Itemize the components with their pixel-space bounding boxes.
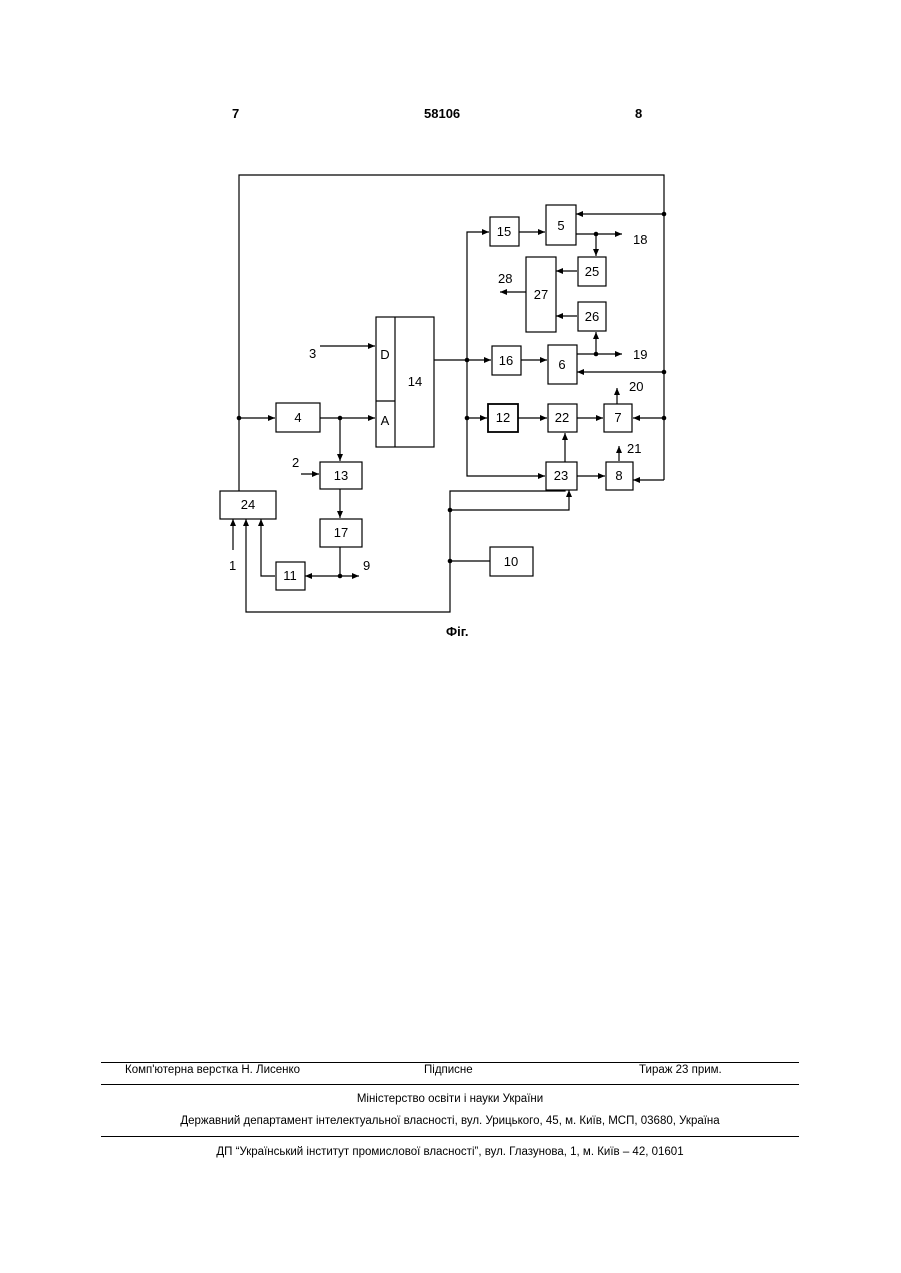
block-16: 16 <box>492 346 521 375</box>
terminal-20: 20 <box>629 379 643 394</box>
block-5-label: 5 <box>557 218 564 233</box>
block-23: 23 <box>546 462 577 490</box>
footer-layout-by: Комп'ютерна верстка Н. Лисенко <box>125 1064 300 1076</box>
block-12-label: 12 <box>496 410 510 425</box>
block-10-label: 10 <box>504 554 518 569</box>
block-8-label: 8 <box>615 468 622 483</box>
block-15: 15 <box>490 217 519 246</box>
figure-caption: Фіг. <box>446 624 468 639</box>
block-22-label: 22 <box>555 410 569 425</box>
block-diagram: 4 D A 14 13 17 24 11 10 15 5 25 <box>0 0 901 700</box>
block-14-label: 14 <box>408 374 422 389</box>
block-7: 7 <box>604 404 632 432</box>
block-25-label: 25 <box>585 264 599 279</box>
block-11: 11 <box>276 562 305 590</box>
block-22: 22 <box>548 404 577 432</box>
footer-rule-middle <box>101 1084 799 1085</box>
block-13: 13 <box>320 462 362 489</box>
block-26-label: 26 <box>585 309 599 324</box>
block-24: 24 <box>220 491 276 519</box>
block-14: D A 14 <box>376 317 434 447</box>
block-10: 10 <box>490 547 533 576</box>
block-27-label: 27 <box>534 287 548 302</box>
footer-circulation: Тираж 23 прим. <box>639 1064 722 1076</box>
block-4: 4 <box>276 403 320 432</box>
terminal-19: 19 <box>633 347 647 362</box>
block-6-label: 6 <box>558 357 565 372</box>
footer-signed: Підписне <box>424 1064 473 1076</box>
block-15-label: 15 <box>497 224 511 239</box>
footer-department: Державний департамент інтелектуальної вл… <box>101 1115 799 1127</box>
footer-institute: ДП “Український інститут промислової вла… <box>101 1146 799 1158</box>
block-24-label: 24 <box>241 497 255 512</box>
footer-rule-top <box>101 1062 799 1063</box>
block-7-label: 7 <box>614 410 621 425</box>
block-27: 27 <box>526 257 556 332</box>
terminal-21: 21 <box>627 441 641 456</box>
connection-lines <box>233 175 664 612</box>
block-26: 26 <box>578 302 606 331</box>
terminal-1: 1 <box>229 558 236 573</box>
terminal-18: 18 <box>633 232 647 247</box>
block-5: 5 <box>546 205 576 245</box>
footer-rule-bottom <box>101 1136 799 1137</box>
terminal-3: 3 <box>309 346 316 361</box>
terminal-28: 28 <box>498 271 512 286</box>
block-11-label: 11 <box>283 568 297 583</box>
block-12: 12 <box>488 404 518 432</box>
block-17: 17 <box>320 519 362 547</box>
block-14-d-label: D <box>380 347 389 362</box>
terminal-2: 2 <box>292 455 299 470</box>
block-17-label: 17 <box>334 525 348 540</box>
block-8: 8 <box>606 462 633 490</box>
block-4-label: 4 <box>294 410 301 425</box>
block-6: 6 <box>548 345 577 384</box>
block-13-label: 13 <box>334 468 348 483</box>
block-16-label: 16 <box>499 353 513 368</box>
footer-ministry: Міністерство освіти і науки України <box>101 1093 799 1105</box>
terminal-9: 9 <box>363 558 370 573</box>
block-25: 25 <box>578 257 606 286</box>
block-14-a-label: A <box>381 413 390 428</box>
block-23-label: 23 <box>554 468 568 483</box>
